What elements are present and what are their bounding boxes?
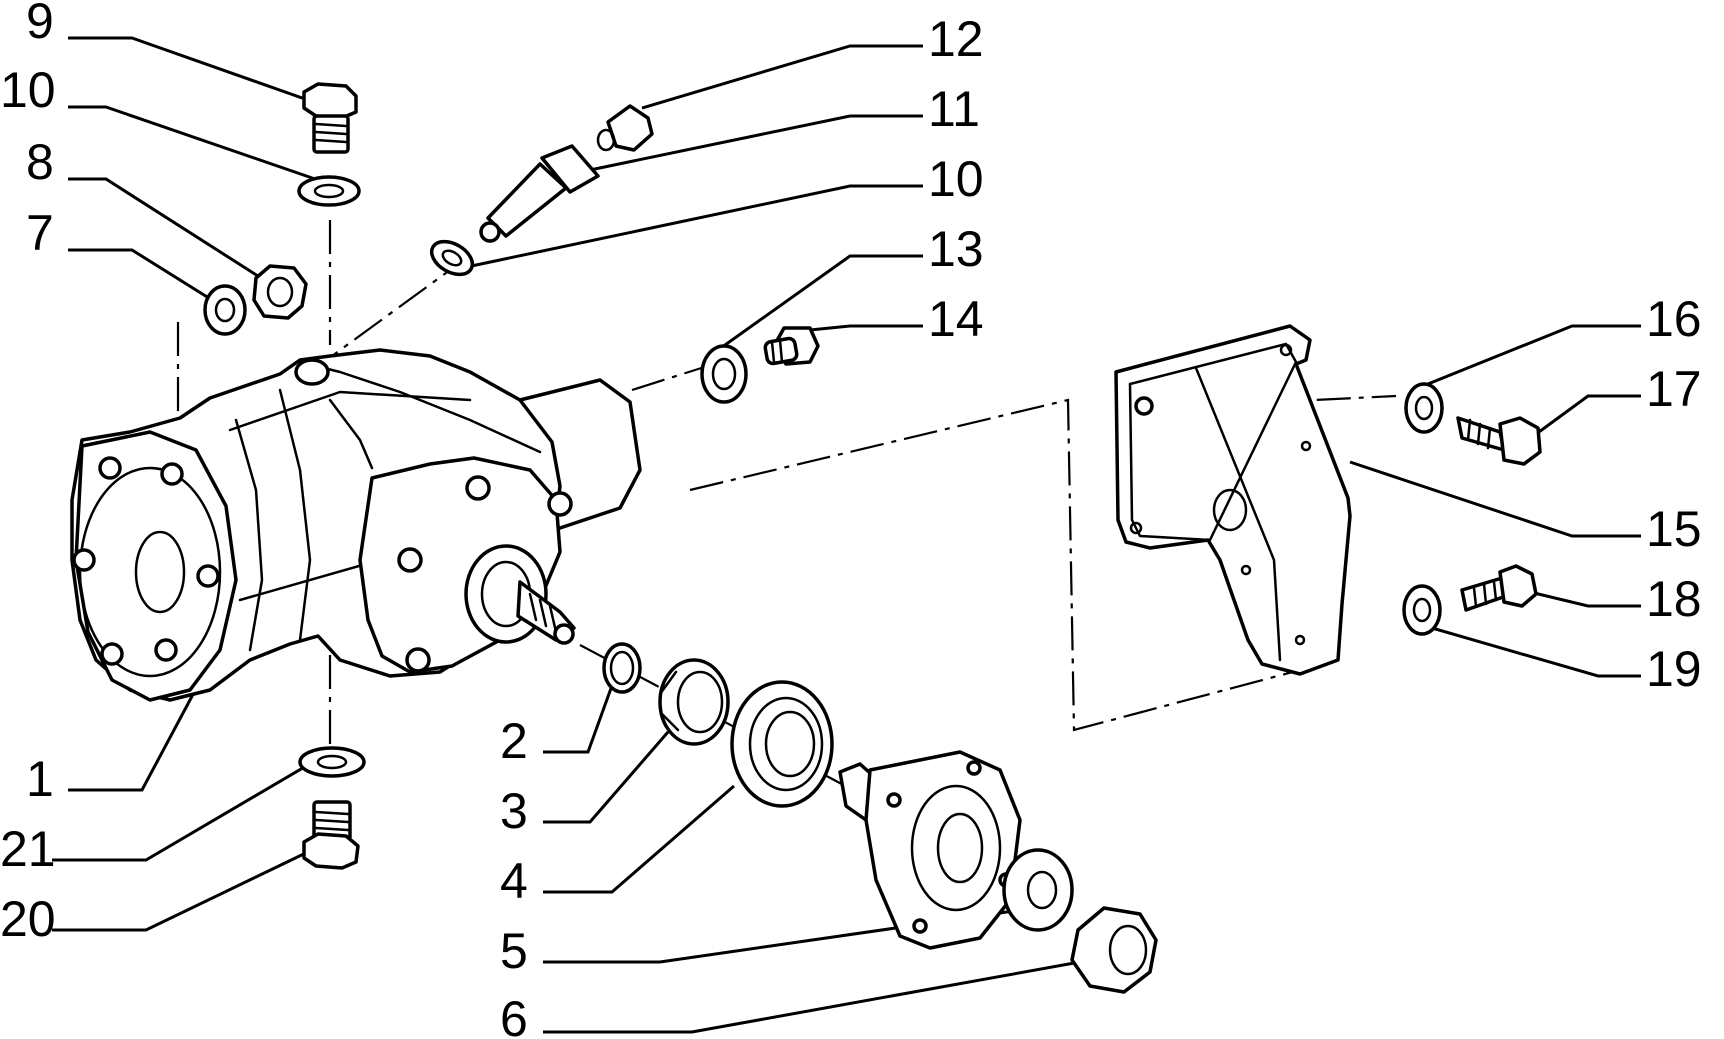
callout-18: 18: [1646, 571, 1702, 627]
callout-1: 1: [26, 751, 54, 807]
callout-16: 16: [1646, 291, 1702, 347]
callout-21: 21: [0, 821, 56, 877]
plug-part-20: [302, 800, 360, 870]
cap-part-12: [596, 104, 654, 152]
callout-4: 4: [500, 853, 528, 909]
plug-part-14: [763, 326, 820, 366]
callout-3: 3: [500, 783, 528, 839]
callout-11: 11: [928, 81, 980, 137]
leader-lines: [52, 36, 1641, 1034]
washer-part-19: [1402, 584, 1442, 636]
output-flange: [838, 750, 1022, 950]
callout-15: 15: [1646, 501, 1702, 557]
callout-10-left: 10: [0, 62, 56, 118]
breather-part-11: [479, 144, 600, 243]
callout-5: 5: [500, 923, 528, 979]
callout-6: 6: [500, 991, 528, 1039]
o-ring-part-2: [602, 642, 642, 694]
bolt-part-18: [1460, 564, 1538, 612]
callout-12: 12: [928, 11, 984, 67]
plug-part-9: [302, 82, 358, 154]
bearing-part-3: [658, 658, 730, 746]
callout-14: 14: [928, 291, 984, 347]
nut-part-8: [252, 264, 308, 320]
washer-part-10-lower: [429, 239, 475, 277]
callout-20: 20: [0, 891, 56, 947]
callout-19: 19: [1646, 641, 1702, 697]
washer-part-21: [298, 746, 366, 778]
callout-10-right: 10: [928, 151, 984, 207]
callout-2: 2: [500, 713, 528, 769]
bolt-part-17: [1456, 416, 1542, 466]
callout-13: 13: [928, 221, 984, 277]
washer-part-16: [1404, 382, 1444, 434]
callout-9: 9: [26, 0, 54, 49]
washer-part-10-upper: [297, 175, 361, 207]
seal-ring-part-13: [700, 344, 748, 404]
bracket-part-15: [1114, 324, 1352, 676]
nut-part-6: [1070, 906, 1158, 994]
washer-part-7: [203, 284, 247, 336]
callout-17: 17: [1646, 361, 1702, 417]
housing-part-1: [70, 348, 642, 702]
seal-part-4: [730, 680, 834, 808]
callout-7: 7: [26, 205, 54, 261]
callout-8: 8: [26, 134, 54, 190]
washer-part-5: [1002, 848, 1074, 932]
